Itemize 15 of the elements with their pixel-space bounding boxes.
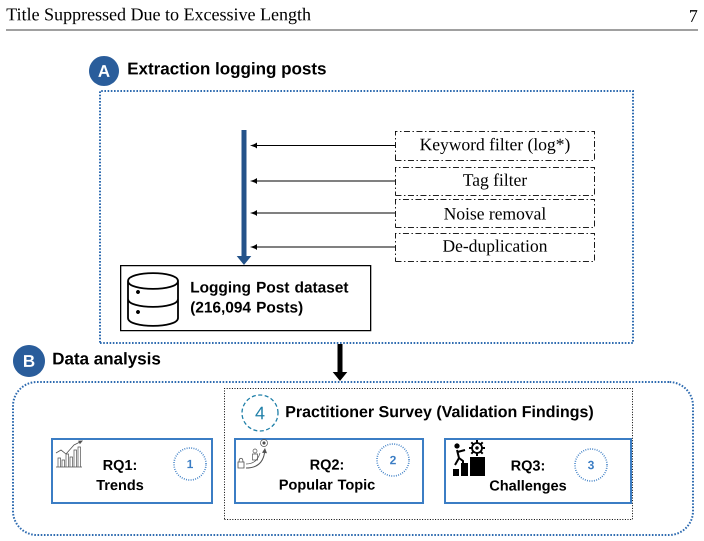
heading: Extraction logging posts	[128, 62, 326, 78]
arrow	[251, 244, 396, 250]
dataset-box: Logging Post dataset (216,094 Posts)	[120, 265, 372, 332]
arrow	[251, 142, 396, 148]
letter-badge: A	[89, 56, 119, 86]
letter-badge: B	[13, 345, 45, 377]
arrow	[251, 210, 396, 216]
page-number: 7	[690, 10, 698, 22]
arrow	[251, 178, 396, 184]
filter-box: Noise removal	[395, 199, 595, 228]
running-head: Title Suppressed Due to Excessive Length	[6, 8, 311, 24]
filter-box: Keyword filter (log*)	[395, 131, 595, 161]
filter-box: Tag filter	[395, 167, 595, 196]
filter-box: De-duplication	[395, 233, 595, 262]
heading: Data analysis	[53, 352, 160, 368]
